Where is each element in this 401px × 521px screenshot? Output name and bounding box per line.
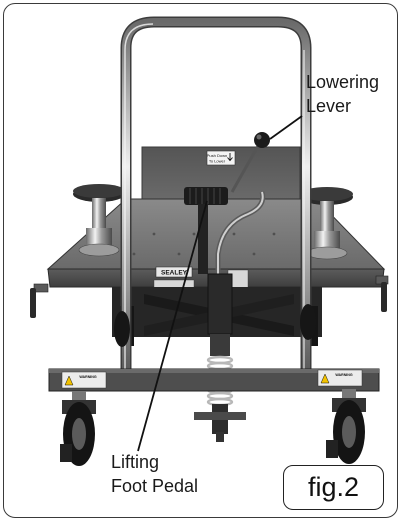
brand-label: SEALEY bbox=[161, 270, 188, 277]
warning-left-text: WARNING bbox=[79, 375, 97, 379]
warning-label-left: WARNING bbox=[61, 371, 107, 389]
figure-label-text: fig.2 bbox=[307, 472, 360, 502]
lifting-foot-pedal-part bbox=[184, 187, 228, 274]
lowering-lever-callout: Lowering Lever bbox=[306, 70, 396, 118]
push-down-sign-line2: To Lower bbox=[209, 159, 226, 164]
lifting-pedal-line1: Lifting bbox=[111, 452, 160, 472]
side-lock-lever-left bbox=[30, 283, 49, 318]
hydraulic-pump bbox=[194, 273, 246, 442]
lowering-lever-line2: Lever bbox=[306, 96, 352, 116]
lowering-lever-part bbox=[215, 132, 270, 304]
lifting-pedal-line2: Foot Pedal bbox=[111, 476, 199, 496]
screw-stop-right bbox=[301, 187, 353, 260]
lifting-pedal-leader bbox=[137, 200, 208, 452]
push-down-sign-line1: Push Down bbox=[207, 153, 227, 158]
castor-wheel-front-left bbox=[60, 391, 96, 466]
base-frame: WARNING WARNING bbox=[48, 368, 380, 392]
warning-label-right: WARNING bbox=[317, 369, 363, 387]
figure-frame: Push Down To Lower SEALEY bbox=[3, 3, 398, 518]
down-arrow-icon bbox=[227, 153, 233, 162]
lifting-pedal-callout: Lifting Foot Pedal bbox=[111, 450, 271, 498]
castor-wheel-rear-right bbox=[300, 304, 316, 340]
lowering-lever-line1: Lowering bbox=[306, 72, 380, 92]
figure-label: fig.2 bbox=[283, 465, 384, 510]
side-lock-lever-right bbox=[375, 275, 389, 312]
push-handle bbox=[120, 16, 312, 384]
castor-wheel-front-right bbox=[326, 389, 366, 464]
warning-right-text: WARNING bbox=[335, 373, 353, 377]
lowering-lever-leader bbox=[269, 115, 303, 140]
hydraulic-table-trolley-photo: Push Down To Lower SEALEY bbox=[30, 16, 389, 466]
screw-stop-left bbox=[73, 184, 125, 257]
castor-wheel-rear-left bbox=[114, 311, 130, 347]
